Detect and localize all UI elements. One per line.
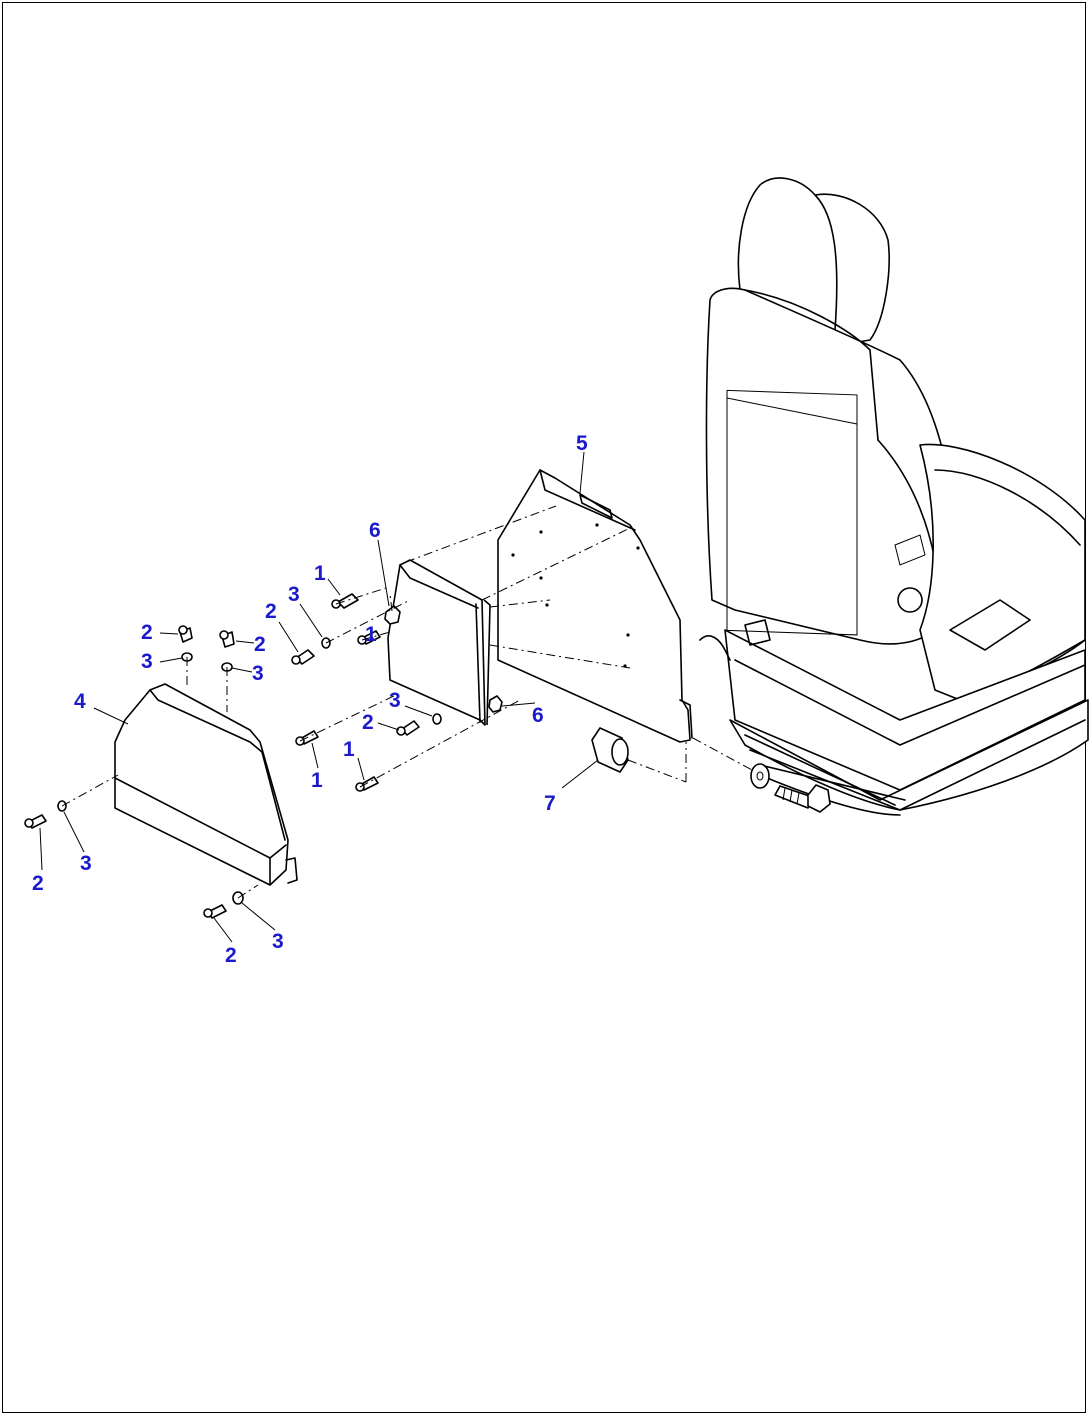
callout-2: 2	[225, 944, 237, 967]
callout-labels: 1 1 1 1 2 2 2 2 2 2 3 3 3 3 3 3 4 5 6 6 …	[32, 432, 588, 967]
callout-3: 3	[80, 852, 92, 875]
seat-bolt	[774, 784, 831, 813]
callout-2: 2	[254, 633, 266, 656]
bolt-1-a	[331, 593, 359, 609]
callout-1: 1	[311, 769, 323, 792]
operator-seat	[699, 177, 1089, 816]
callout-3: 3	[141, 650, 153, 673]
callout-3: 3	[389, 689, 401, 712]
part-7-spacer	[591, 727, 629, 773]
bolt-2-c	[178, 625, 193, 643]
part-4-cover	[114, 683, 298, 886]
leader-lines	[39, 451, 599, 943]
callout-3: 3	[252, 662, 264, 685]
seat-washer	[750, 763, 770, 789]
bolt-2-a	[291, 649, 315, 665]
assembly-lines	[61, 505, 753, 899]
bolt-2-e	[24, 814, 47, 829]
part-5-bracket-plate	[497, 469, 693, 743]
callout-6: 6	[532, 704, 544, 727]
callout-1: 1	[343, 738, 355, 761]
callout-4: 4	[74, 690, 86, 713]
bolt-2-f	[203, 904, 227, 919]
bolt-2-d	[219, 630, 235, 648]
callout-2: 2	[265, 600, 277, 623]
callout-6: 6	[369, 519, 381, 542]
callout-1: 1	[365, 623, 377, 646]
callout-2: 2	[362, 711, 374, 734]
callout-1: 1	[314, 562, 326, 585]
bolt-2-b	[396, 720, 420, 736]
callout-3: 3	[288, 583, 300, 606]
callout-2: 2	[32, 872, 44, 895]
callout-5: 5	[576, 432, 588, 455]
bolt-1-d	[355, 776, 379, 792]
callout-2: 2	[141, 621, 153, 644]
callout-7: 7	[544, 792, 556, 815]
callout-3: 3	[272, 930, 284, 953]
part-6-box-cover	[387, 559, 491, 726]
bolt-1-b	[357, 630, 381, 645]
